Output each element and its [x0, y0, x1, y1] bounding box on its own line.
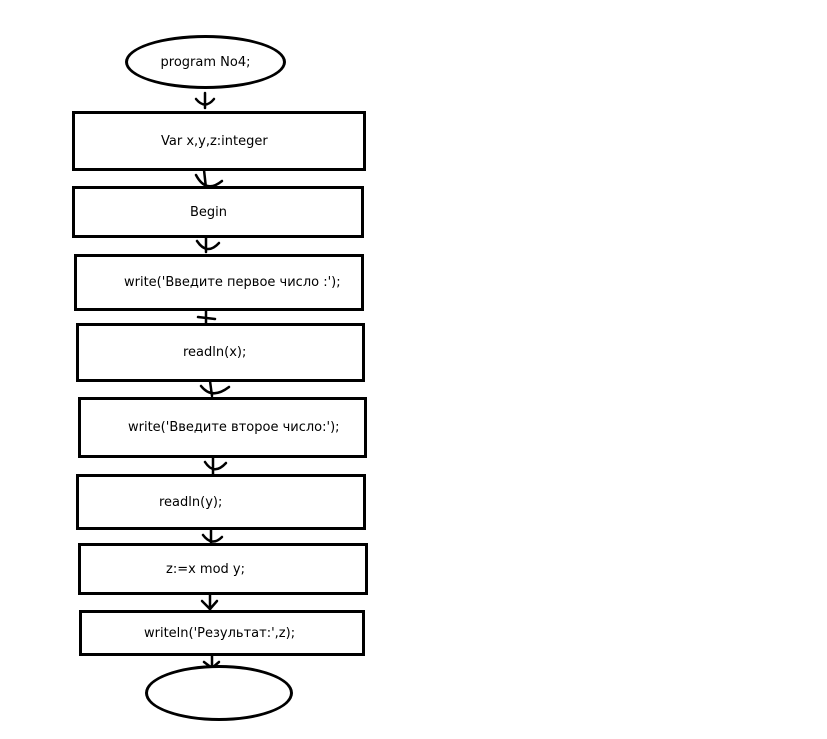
- step-var-label: Var x,y,z:integer: [161, 133, 268, 149]
- arrow-start-to-var: [194, 91, 216, 110]
- step-var-declaration: Var x,y,z:integer: [72, 111, 366, 171]
- step-readln-y: readln(y);: [76, 474, 366, 530]
- arrow-write2-to-ready: [203, 455, 228, 476]
- step-begin: Begin: [72, 186, 364, 238]
- start-terminator: program No4;: [125, 35, 286, 89]
- arrow-ready-to-mod: [201, 527, 224, 546]
- start-label: program No4;: [160, 54, 251, 70]
- arrow-readx-to-write2: [199, 379, 231, 398]
- step-write-second: write('Введите второе число:');: [78, 397, 367, 458]
- end-terminator: [145, 665, 293, 721]
- step-write-second-label: write('Введите второе число:');: [128, 420, 340, 435]
- step-begin-label: Begin: [190, 204, 228, 220]
- step-readln-x: readln(x);: [76, 323, 365, 382]
- step-mod: z:=x mod y;: [78, 543, 368, 595]
- step-write-first-label: write('Введите первое число :');: [124, 275, 341, 290]
- step-readln-x-label: readln(x);: [183, 345, 247, 360]
- arrow-mod-to-writeln: [200, 592, 219, 613]
- step-write-first: write('Введите первое число :');: [74, 254, 364, 311]
- step-writeln-label: writeln('Результат:',z);: [144, 625, 296, 641]
- step-readln-y-label: readln(y);: [159, 494, 223, 510]
- arrow-write1-to-readx: [196, 308, 217, 325]
- arrow-begin-to-write1: [195, 235, 221, 254]
- step-mod-label: z:=x mod y;: [166, 561, 245, 577]
- step-writeln-result: writeln('Результат:',z);: [79, 610, 365, 656]
